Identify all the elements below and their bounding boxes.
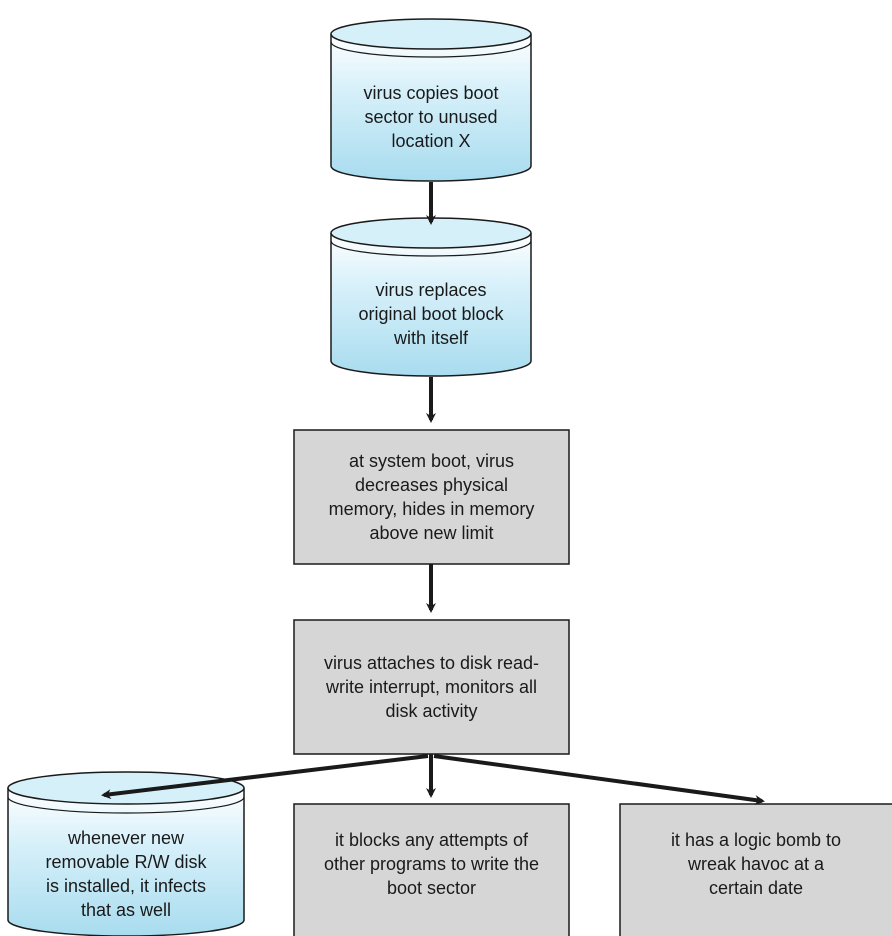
label-line: certain date [708, 878, 804, 898]
box-logic-bomb [619, 803, 892, 936]
label-replace-boot: virus replaces original boot block with … [331, 271, 531, 357]
label-line: memory, hides in memory [328, 499, 535, 519]
label-line: removable R/W disk [45, 852, 207, 872]
label-line: that as well [80, 900, 172, 920]
label-line: with itself [393, 328, 469, 348]
label-line: above new limit [369, 523, 494, 543]
label-logic-bomb: it has a logic bomb to wreak havoc at a … [620, 818, 892, 910]
label-line: boot sector [386, 878, 477, 898]
label-attach-interrupt: virus attaches to disk read- write inter… [294, 620, 569, 754]
label-line: location X [391, 131, 471, 151]
arrow-attach-to-bomb [433, 754, 765, 806]
label-line: write interrupt, monitors all [325, 677, 538, 697]
label-line: sector to unused [364, 107, 498, 127]
cylinder-copy-boot [330, 18, 532, 182]
label-line: decreases physical [354, 475, 509, 495]
label-line: at system boot, virus [348, 451, 515, 471]
label-system-boot: at system boot, virus decreases physical… [294, 430, 569, 564]
label-line: is installed, it infects [45, 876, 207, 896]
label-copy-boot: virus copies boot sector to unused locat… [331, 74, 531, 160]
arrow-attach-to-infect [101, 754, 429, 800]
cylinder-infect-disk [7, 771, 245, 936]
label-line: other programs to write the [323, 854, 540, 874]
label-block-writes: it blocks any attempts of other programs… [294, 818, 569, 910]
label-line: it blocks any attempts of [334, 830, 529, 850]
label-line: disk activity [385, 701, 478, 721]
label-line: whenever new [67, 828, 185, 848]
label-line: virus attaches to disk read- [323, 653, 540, 673]
label-line: original boot block [358, 304, 504, 324]
cylinder-replace-boot [330, 217, 532, 377]
label-infect-disk: whenever new removable R/W disk is insta… [8, 812, 244, 936]
label-line: wreak havoc at a [687, 854, 825, 874]
label-line: it has a logic bomb to [670, 830, 842, 850]
box-block-writes [293, 803, 570, 936]
label-line: virus copies boot [363, 83, 499, 103]
label-line: virus replaces [375, 280, 487, 300]
